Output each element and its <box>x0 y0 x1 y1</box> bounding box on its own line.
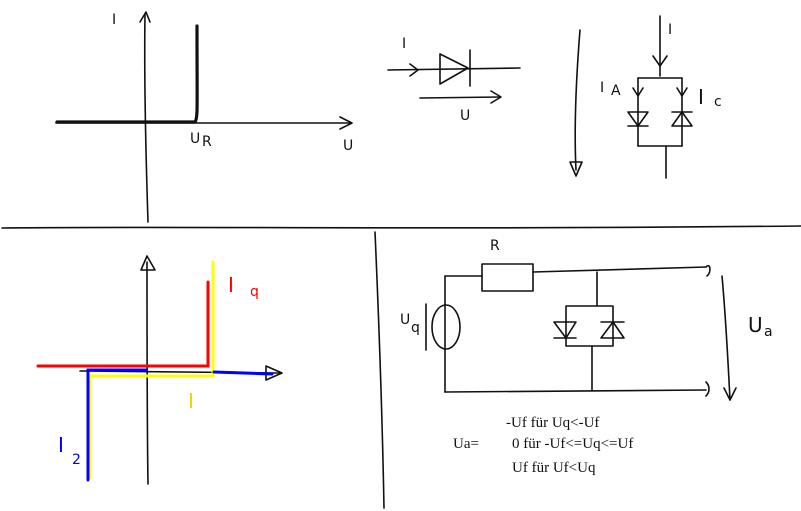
current-i-label: I <box>188 389 194 413</box>
diode-triangle <box>439 53 469 85</box>
left-diode <box>553 321 577 339</box>
output-voltage-arrowhead <box>723 387 737 401</box>
output-terminal-top <box>705 264 711 277</box>
voltage-arrowhead <box>490 90 502 104</box>
antiparallel-diodes-sketch: I I A I c <box>569 15 722 179</box>
left-diode <box>627 111 649 127</box>
y-axis <box>143 13 149 223</box>
top-right-wire <box>532 266 707 273</box>
resistor-label: R <box>490 238 500 254</box>
current-arrow <box>409 63 419 77</box>
resistor <box>481 263 534 292</box>
y-axis <box>146 261 149 485</box>
right-current-arrow <box>676 87 688 97</box>
source-voltage-subscript: q <box>411 320 420 336</box>
voltage-label: U <box>460 108 470 124</box>
diode-symbol-sketch: I U <box>387 36 521 124</box>
formula-row-2: 0 für -Uf<=Uq<=Uf <box>512 436 634 452</box>
diode-branch-top <box>565 271 614 347</box>
output-voltage-arrow <box>721 275 731 401</box>
threshold-voltage-subscript: R <box>202 134 212 150</box>
colored-characteristics-sketch: I q I I 2 <box>36 255 283 485</box>
current-iq-label: I <box>228 273 234 297</box>
current-label: I <box>112 12 116 28</box>
current-label: I <box>668 22 672 38</box>
current-iq-red-curve <box>36 280 210 368</box>
x-axis-arrow <box>339 116 353 130</box>
right-diode <box>600 321 625 339</box>
long-voltage-arrowhead <box>569 161 583 177</box>
current-ic-subscript: c <box>714 94 722 110</box>
source-voltage-label: U <box>400 312 410 328</box>
voltage-source <box>431 304 461 350</box>
left-current-arrow <box>632 87 644 97</box>
current-iq-subscript: q <box>250 284 259 300</box>
formula-lhs: Ua= <box>453 436 479 452</box>
output-voltage-subscript: a <box>764 324 773 340</box>
horizontal-divider <box>1 225 801 229</box>
y-axis-arrow <box>139 11 151 23</box>
current-ic-label: I <box>698 85 704 109</box>
current-i2-label: I <box>58 433 64 457</box>
current-ia-label: I <box>600 80 604 96</box>
current-i-arrow <box>652 55 668 67</box>
current-i2-blue-curve <box>86 368 274 482</box>
diode-wire <box>387 67 521 71</box>
voltage-arrow <box>419 96 501 99</box>
limiter-circuit-sketch: R U q U a <box>400 238 773 401</box>
current-ia-subscript: A <box>611 83 621 99</box>
characteristic-curve <box>55 24 199 124</box>
current-i2-subscript: 2 <box>72 452 81 468</box>
y-axis-arrow <box>140 255 156 271</box>
voltage-label: U <box>343 138 353 154</box>
bottom-wire <box>444 389 707 393</box>
output-voltage-label: U <box>748 313 763 337</box>
right-diode <box>671 111 693 127</box>
threshold-voltage-label: U <box>190 131 200 147</box>
long-voltage-arrow <box>574 29 581 171</box>
current-label: I <box>402 36 406 52</box>
output-terminal-bottom <box>705 381 710 397</box>
formula-row-1: -Uf für Uq<-Uf <box>506 415 600 431</box>
formula-row-3: Uf für Uf<Uq <box>512 460 596 476</box>
iu-characteristic-sketch: I U U R <box>55 11 353 223</box>
current-i-yellow-curve <box>88 260 215 480</box>
vertical-divider <box>374 231 385 509</box>
